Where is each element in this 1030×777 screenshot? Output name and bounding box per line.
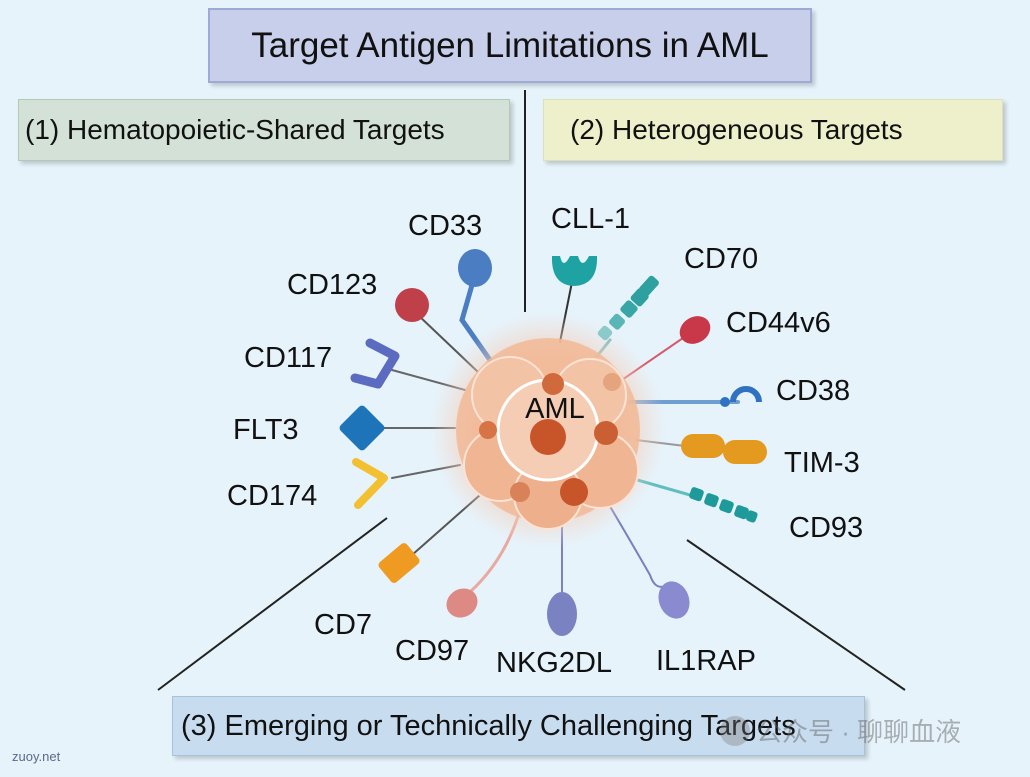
cd44v6-head-icon [679,316,711,344]
label-cd33: CD33 [408,210,482,242]
label-cd123: CD123 [287,269,377,301]
watermark-site: zuoy.net [12,749,61,764]
cd38-knob-icon [720,397,730,407]
nkg2dl-head-icon [547,592,577,636]
label-cd97: CD97 [395,635,469,667]
nucleus [542,373,564,395]
label-tim3: TIM-3 [784,447,860,479]
cd93-head-icon [689,487,758,523]
nucleus [510,482,530,502]
cll1-head-icon [551,256,598,286]
label-cd7: CD7 [314,609,372,641]
category-label: (3) Emerging or Technically Challenging … [181,709,796,742]
cd117-head-icon [350,338,400,389]
label-cd174: CD174 [227,480,317,512]
nucleus [479,421,497,439]
tim3-head-icon [681,434,725,458]
flt3-head-icon [339,405,385,451]
category-hematopoietic-shared: (1) Hematopoietic-Shared Targets [18,99,510,161]
cd97-head-icon [446,588,478,618]
nucleus [603,373,621,391]
label-flt3: FLT3 [233,414,299,446]
cd7-head-icon [378,543,420,583]
antigen-heads [339,249,767,636]
label-cd93: CD93 [789,512,863,544]
category-label: (2) Heterogeneous Targets [570,114,903,145]
watermark-brand-text: 公众号 · 聊聊血液 [756,717,962,747]
tim3-head-icon [723,440,767,464]
antigen-labels: CD33 CLL-1 CD70 CD123 CD44v6 CD117 CD38 … [227,203,863,679]
nucleus [530,419,566,455]
title-box: Target Antigen Limitations in AML [208,8,812,83]
aml-cell: AML [430,312,666,548]
wechat-logo-icon [720,715,750,746]
cd33-head-icon [458,249,492,287]
label-cd117: CD117 [244,342,332,374]
nucleus [560,478,588,506]
category-heterogeneous: (2) Heterogeneous Targets [543,99,1003,161]
nucleus [594,421,618,445]
connector-right-diagonal [686,539,906,691]
label-nkg2dl: NKG2DL [496,647,612,679]
cd38-head-icon [730,386,762,403]
category-label: (1) Hematopoietic-Shared Targets [25,114,445,145]
label-cd70: CD70 [684,243,758,275]
cd70-head-icon [597,275,659,341]
label-cd44v6: CD44v6 [726,307,831,339]
label-il1rap: IL1RAP [656,645,756,677]
label-cll1: CLL-1 [551,203,630,235]
label-cd38: CD38 [776,375,850,407]
connector-left-diagonal [157,517,388,691]
watermark-brand: 公众号 · 聊聊血液 [720,712,961,749]
cd123-head-icon [395,288,429,322]
page-title: Target Antigen Limitations in AML [251,25,769,65]
il1rap-head-icon [658,581,690,619]
category-emerging: (3) Emerging or Technically Challenging … [172,696,865,756]
center-label: AML [525,393,585,425]
cd174-head-icon [352,458,388,509]
